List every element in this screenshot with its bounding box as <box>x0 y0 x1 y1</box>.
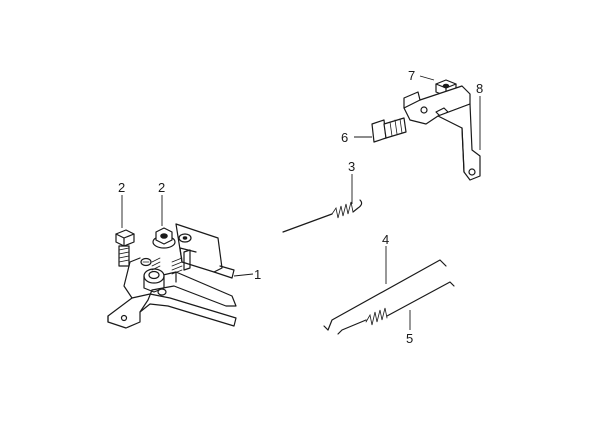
part-2-washer <box>178 233 192 243</box>
callout-4: 4 <box>382 232 389 247</box>
callout-5: 5 <box>406 331 413 346</box>
callout-numbers: 2 2 1 3 4 5 6 7 8 <box>118 68 483 346</box>
callout-2-bolt: 2 <box>118 180 125 195</box>
part-5-spring-rod <box>337 281 455 335</box>
part-8-mounting-bracket <box>403 85 481 181</box>
callout-8: 8 <box>476 81 483 96</box>
part-2-flange-nut <box>152 227 176 249</box>
callout-2-nut: 2 <box>158 180 165 195</box>
callout-6: 6 <box>341 130 348 145</box>
callout-3: 3 <box>348 159 355 174</box>
callout-1: 1 <box>254 267 261 282</box>
part-1-control-bracket <box>107 223 237 329</box>
leader-lines <box>121 75 481 330</box>
part-2-bolt <box>115 229 135 267</box>
part-3-return-spring <box>282 199 363 233</box>
part-4-throttle-rod <box>323 259 447 331</box>
callout-7: 7 <box>408 68 415 83</box>
part-6-screw <box>371 117 407 143</box>
